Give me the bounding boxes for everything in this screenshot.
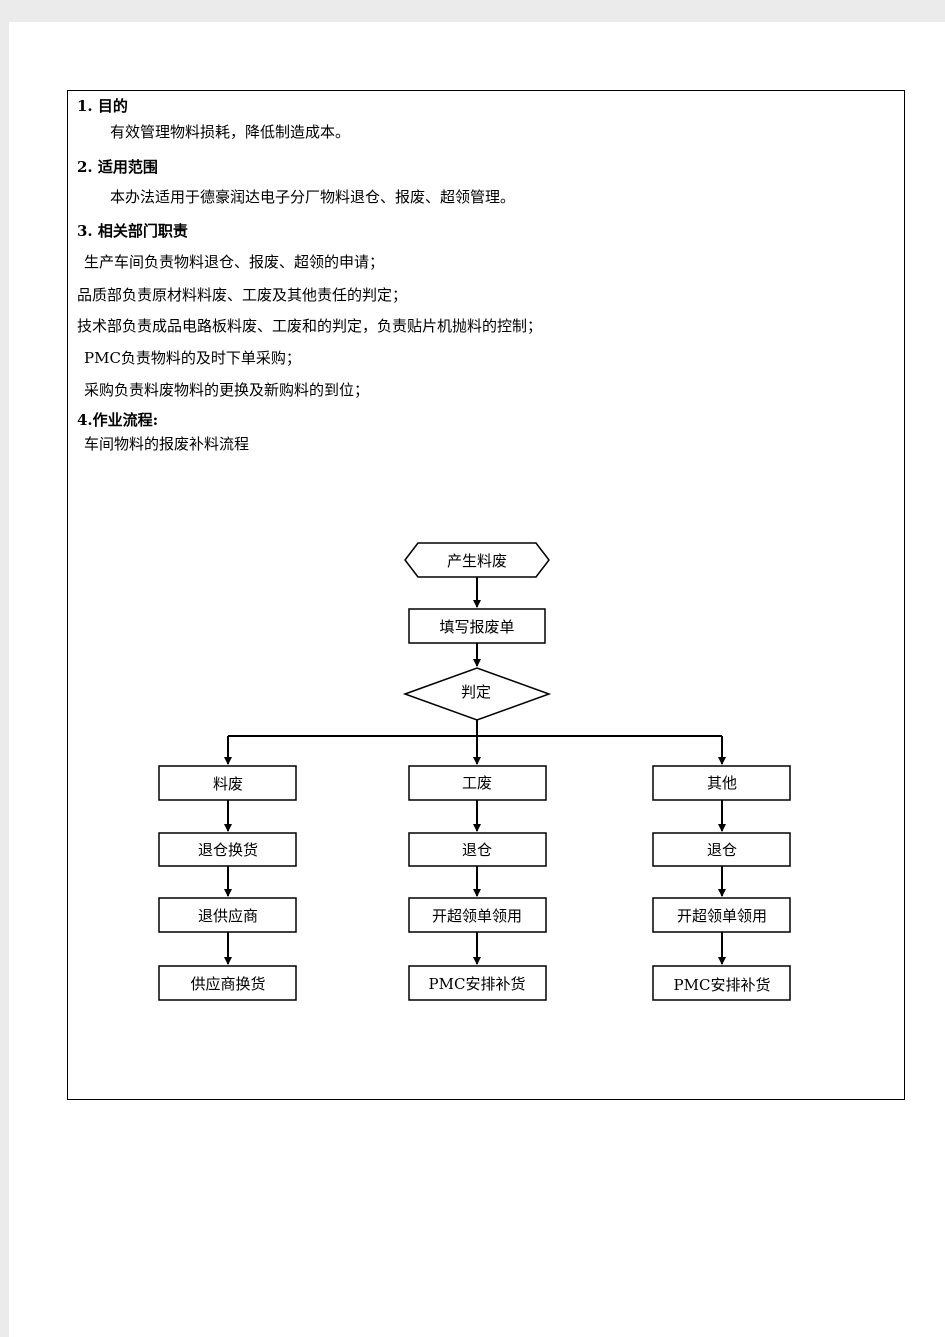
responsibility-item: PMC负责物料的及时下单采购；: [84, 349, 301, 367]
step-label: 供应商换货: [190, 975, 265, 993]
process-node: [652, 897, 791, 933]
section-2-body: 本办法适用于德豪润达电子分厂物料退仓、报废、超领管理。: [110, 188, 516, 206]
section-1-title: 1. 目的: [77, 97, 128, 115]
step-label: 开超领单领用: [432, 907, 522, 925]
step-label: PMC安排补货: [429, 975, 526, 993]
fill-form-node: [408, 608, 546, 644]
process-node: [408, 965, 547, 1001]
branch-head-label: 料废: [213, 775, 243, 793]
branch-head-node: [158, 765, 297, 801]
branch-head-label: 其他: [707, 774, 737, 792]
content-frame: [67, 90, 905, 1100]
process-node: [652, 965, 791, 1001]
process-node: [652, 832, 791, 867]
branch-head-node: [408, 765, 547, 801]
process-node: [158, 965, 297, 1001]
responsibility-item: 生产车间负责物料退仓、报废、超领的申请；: [84, 253, 385, 271]
section-4-subtitle: 车间物料的报废补料流程: [84, 435, 250, 453]
process-node: [408, 832, 547, 867]
responsibility-item: 技术部负责成品电路板料废、工废和的判定，负责贴片机抛料的控制；: [77, 317, 543, 335]
decision-label: 判定: [461, 683, 491, 701]
section-1-body: 有效管理物料损耗，降低制造成本。: [110, 123, 351, 141]
step-label: 开超领单领用: [677, 907, 767, 925]
step-label: PMC安排补货: [674, 976, 771, 994]
process-node: [158, 832, 297, 867]
process-node: [158, 897, 297, 933]
step-label: 退仓换货: [198, 841, 258, 859]
start-label: 产生料废: [447, 552, 507, 570]
responsibility-item: 采购负责料废物料的更换及新购料的到位；: [84, 381, 370, 399]
section-4-title: 4.作业流程:: [77, 411, 159, 429]
branch-head-node: [652, 765, 791, 801]
step-label: 退供应商: [198, 907, 258, 925]
responsibility-item: 品质部负责原材料料废、工废及其他责任的判定；: [77, 286, 408, 304]
section-3-title: 3. 相关部门职责: [77, 222, 188, 240]
step-label: 退仓: [462, 841, 492, 859]
process-node: [408, 897, 547, 933]
start-node: [404, 542, 550, 578]
decision-node: [402, 667, 552, 721]
step-label: 退仓: [707, 841, 737, 859]
branch-head-label: 工废: [462, 774, 492, 792]
section-2-title: 2. 适用范围: [77, 158, 158, 176]
fill-form-label: 填写报废单: [439, 618, 514, 636]
